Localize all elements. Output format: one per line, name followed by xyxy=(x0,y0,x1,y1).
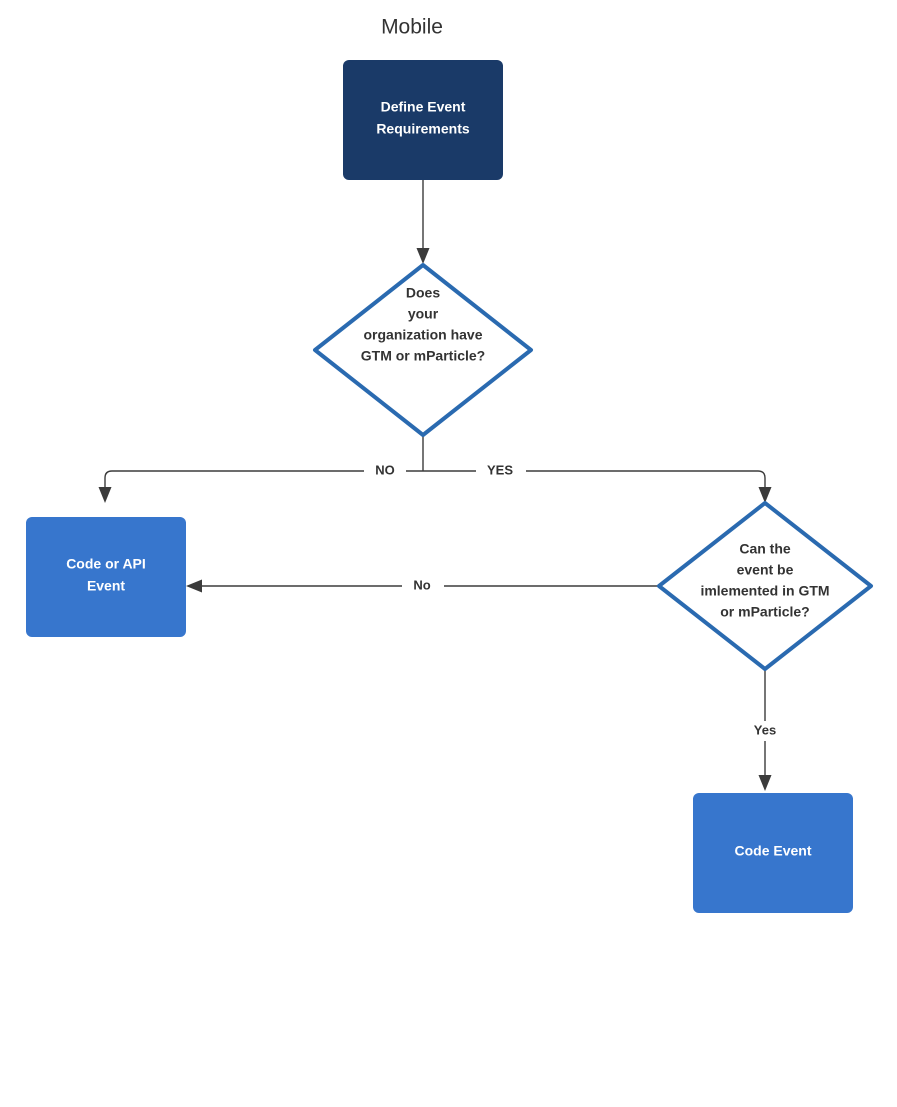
node-code-event[interactable]: Code Event xyxy=(693,793,853,913)
edge-line xyxy=(423,470,766,489)
edge-start-to-decision1 xyxy=(416,180,430,264)
node-has-gtm-or-mparticle[interactable]: Does your organization have GTM or mPart… xyxy=(313,263,533,437)
node-label-line-4: or mParticle? xyxy=(720,604,809,620)
node-label-line-2: Requirements xyxy=(376,121,470,137)
node-label-line-1: Code Event xyxy=(734,843,811,859)
node-label-line-2: Event xyxy=(87,578,125,594)
node-shape-rect[interactable] xyxy=(343,60,503,180)
edge-label-no-lower: No xyxy=(413,577,430,592)
edge-decision1-no: NO xyxy=(98,461,423,503)
node-shape-rect[interactable] xyxy=(26,517,186,637)
arrow-head-icon xyxy=(416,248,430,264)
node-label-line-3: imlemented in GTM xyxy=(700,583,829,599)
node-label-line-1: Define Event xyxy=(381,99,466,115)
node-label-line-4: GTM or mParticle? xyxy=(361,348,485,364)
node-define-event-requirements[interactable]: Define Event Requirements xyxy=(343,60,503,180)
edge-decision2-yes: Yes xyxy=(744,670,788,791)
edge-label-backdrop xyxy=(744,721,788,741)
arrow-head-icon xyxy=(758,487,772,503)
edge-label-backdrop xyxy=(476,461,526,481)
arrow-head-icon xyxy=(98,487,112,503)
arrow-head-icon xyxy=(186,579,202,593)
node-label-line-1: Code or API xyxy=(66,556,146,572)
edge-label-backdrop xyxy=(364,461,406,481)
node-label-line-2: your xyxy=(408,306,439,322)
node-shape-rect[interactable] xyxy=(693,793,853,913)
edge-line xyxy=(104,470,423,489)
arrow-head-icon xyxy=(758,775,772,791)
edge-label-no-upper: NO xyxy=(375,462,395,477)
edge-label-yes-lower: Yes xyxy=(754,722,776,737)
node-shape-diamond[interactable] xyxy=(657,501,873,671)
diagram-title: Mobile xyxy=(381,16,443,39)
node-label-line-3: organization have xyxy=(363,327,482,343)
node-label-line-1: Can the xyxy=(739,541,791,557)
node-shape-diamond[interactable] xyxy=(313,263,533,437)
node-can-event-be-implemented[interactable]: Can the event be imlemented in GTM or mP… xyxy=(657,501,873,671)
node-code-or-api-event[interactable]: Code or API Event xyxy=(26,517,186,637)
edge-decision2-no: No xyxy=(186,576,660,596)
edge-label-yes-upper: YES xyxy=(487,462,513,477)
edge-label-backdrop xyxy=(402,576,444,596)
edge-decision1-yes: YES xyxy=(423,461,772,503)
node-label-line-2: event be xyxy=(737,562,794,578)
node-label-line-1: Does xyxy=(406,285,440,301)
